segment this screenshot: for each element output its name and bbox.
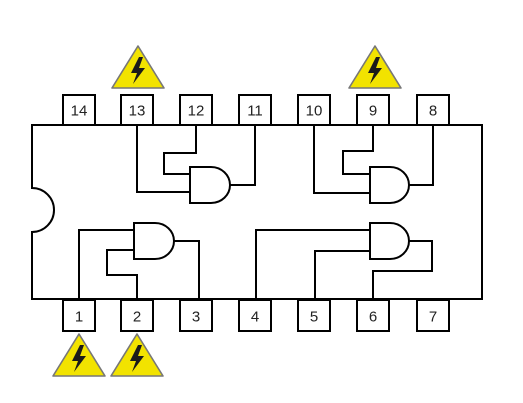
and-gate-c [78, 222, 200, 300]
pin-label: 7 [429, 309, 437, 326]
high-voltage-warning-icon [348, 45, 402, 89]
wire-gate-a-to-pin11 [230, 125, 256, 186]
and-gate-b-symbol [369, 166, 410, 204]
wire-gate-c-to-pin3 [174, 240, 200, 300]
pin-2: 2 [120, 299, 154, 332]
wire-pin10-to-gate-b [313, 125, 370, 194]
wire-pin4-to-gate-d [255, 229, 370, 300]
and-gate-a-symbol [189, 166, 231, 204]
bottom-pin-row: 1 2 3 4 5 6 7 [62, 299, 450, 332]
wire-pin9-to-gate-b [342, 125, 374, 175]
pin-14: 14 [62, 94, 96, 126]
pin-label: 5 [310, 309, 318, 326]
wire-pin13-to-gate-a [136, 125, 190, 193]
high-voltage-warning-icon [111, 45, 165, 89]
pin-6: 6 [356, 299, 390, 332]
wire-pin12-to-gate-a [163, 125, 197, 175]
pin-12: 12 [179, 94, 213, 126]
pin-10: 10 [297, 94, 331, 126]
pin-9: 9 [356, 94, 390, 126]
and-gate-c-symbol [133, 222, 175, 260]
high-voltage-warning-icon [110, 333, 164, 377]
and-gate-b [313, 125, 434, 204]
pin-label: 1 [75, 309, 83, 326]
pin-label: 2 [133, 309, 141, 326]
pin-4: 4 [238, 299, 272, 332]
wire-gate-b-to-pin8 [409, 125, 434, 186]
pin-label: 3 [192, 309, 200, 326]
wire-pin2-to-gate-c [106, 249, 138, 300]
pin-5: 5 [297, 299, 331, 332]
top-pin-row: 14 13 12 11 10 9 8 [62, 94, 450, 126]
pin-label: 9 [369, 103, 377, 120]
pin-8: 8 [416, 94, 450, 126]
pin-label: 11 [247, 103, 263, 120]
pin-1: 1 [62, 299, 96, 332]
high-voltage-warning-icon [52, 333, 106, 377]
pin-label: 14 [71, 103, 88, 120]
and-gate-d-symbol [369, 222, 410, 260]
wire-pin1-to-gate-c [78, 229, 134, 300]
pin-label: 13 [129, 103, 146, 120]
pin-label: 10 [306, 103, 323, 120]
and-gate-d [255, 222, 433, 300]
pin-label: 4 [251, 309, 259, 326]
pin-11: 11 [238, 94, 272, 126]
and-gate-a [136, 125, 256, 204]
pin-7: 7 [416, 299, 450, 332]
pin-3: 3 [179, 299, 213, 332]
wire-gate-d-to-pin6 [372, 240, 433, 300]
pin-label: 8 [429, 103, 437, 120]
wire-pin5-to-gate-d [314, 250, 370, 300]
pin-13: 13 [120, 94, 154, 126]
pin-label: 6 [369, 309, 377, 326]
pin-label: 12 [188, 103, 205, 120]
